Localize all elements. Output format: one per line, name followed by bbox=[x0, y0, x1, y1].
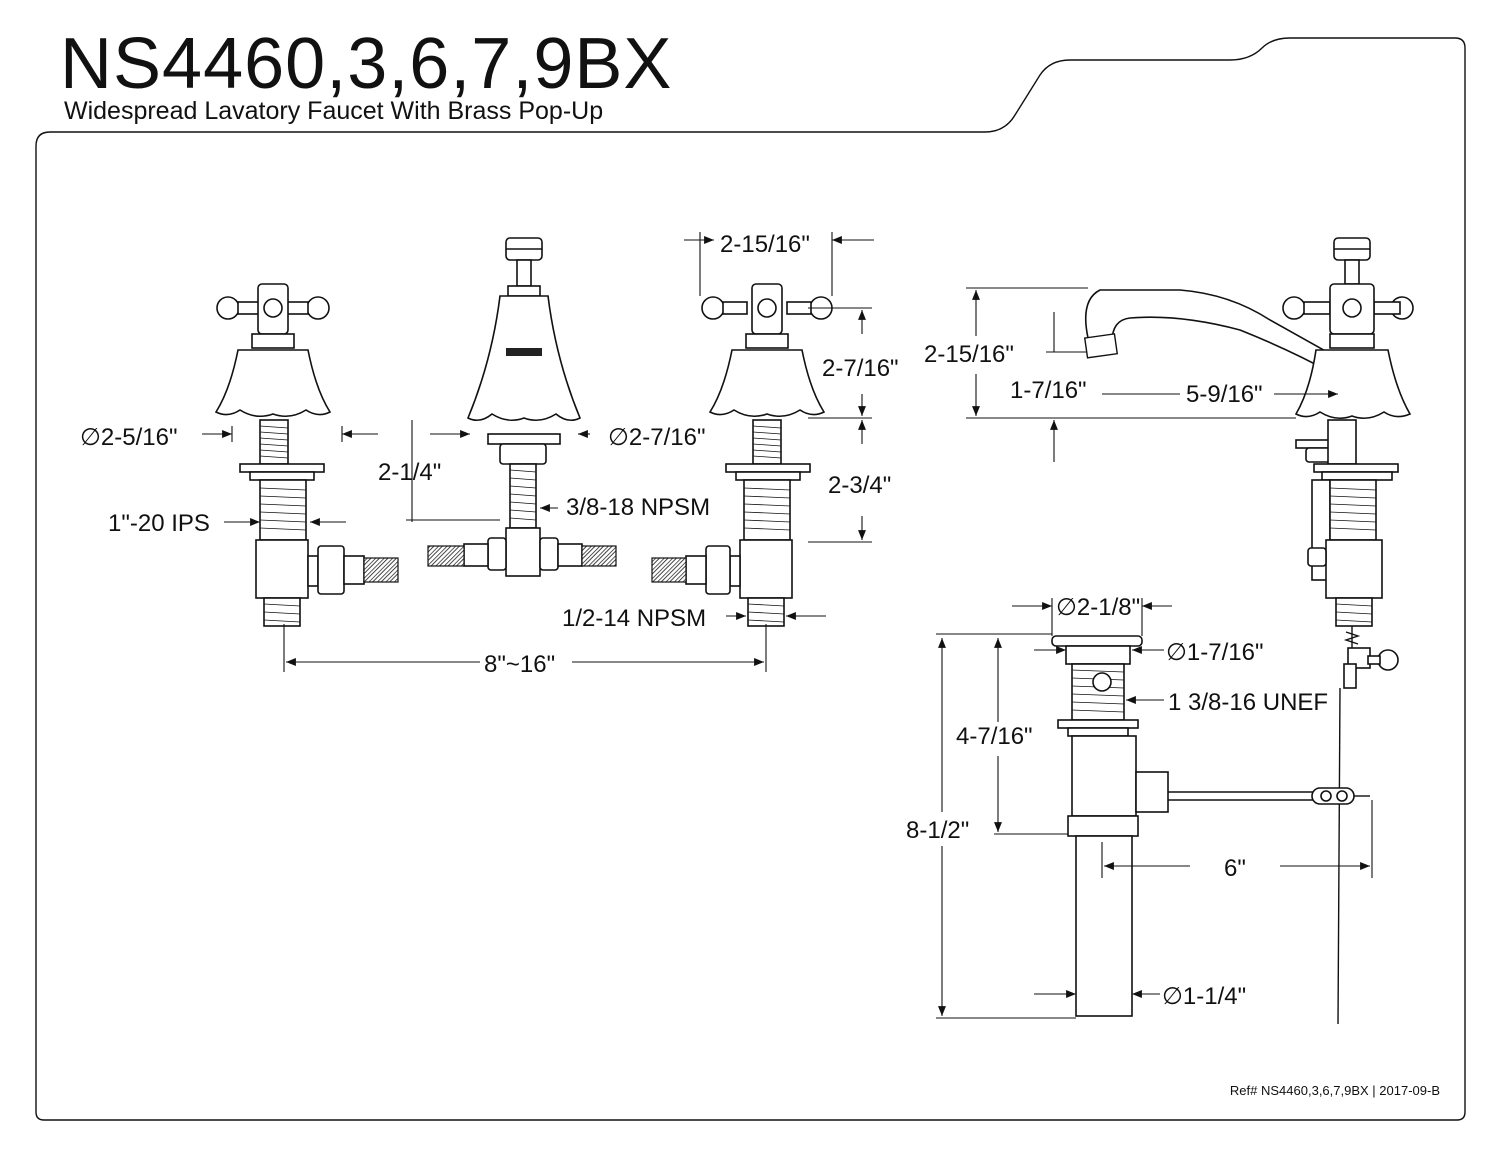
center-spout bbox=[427, 237, 617, 577]
dim-spout-height: 2-15/16" bbox=[924, 341, 1014, 368]
product-subtitle: Widespread Lavatory Faucet With Brass Po… bbox=[64, 97, 604, 125]
dim-spout-thread: 3/8-18 NPSM bbox=[566, 494, 710, 521]
dim-drain-flange-diameter: ∅2-1/8" bbox=[1056, 594, 1140, 621]
model-title: NS4460,3,6,7,9BX bbox=[60, 24, 673, 104]
pop-up-drain bbox=[1051, 635, 1370, 1017]
dimension-lines bbox=[202, 232, 1373, 1019]
dim-inlet-thread: 1/2-14 NPSM bbox=[562, 605, 706, 632]
dim-drain-body-diameter: ∅1-7/16" bbox=[1166, 639, 1263, 666]
left-handle-valve bbox=[214, 283, 399, 627]
dim-spread: 8"~16" bbox=[484, 651, 555, 678]
dim-spout-diameter: ∅2-7/16" bbox=[608, 424, 705, 451]
dim-spout-reach: 5-9/16" bbox=[1186, 381, 1263, 408]
dim-handle-thread: 1"-20 IPS bbox=[108, 510, 210, 537]
dim-pivot-rod-length: 6" bbox=[1224, 855, 1246, 882]
dim-drain-total-length: 8-1/2" bbox=[906, 817, 969, 844]
dim-outlet-height: 1-7/16" bbox=[1010, 377, 1087, 404]
dim-tailpiece-diameter: ∅1-1/4" bbox=[1162, 983, 1246, 1010]
dim-handle-height: 2-7/16" bbox=[822, 355, 899, 382]
reference-note: Ref# NS4460,3,6,7,9BX | 2017-09-B bbox=[1229, 1083, 1440, 1098]
dim-drain-body-length: 4-7/16" bbox=[956, 723, 1033, 750]
side-view-faucet bbox=[1083, 237, 1414, 1025]
dimension-labels: ∅2-5/16" 1"-20 IPS 2-1/4" ∅2-7/16" 3/8-1… bbox=[80, 231, 1328, 1010]
dim-handle-diameter: ∅2-5/16" bbox=[80, 424, 177, 451]
dim-drain-thread: 1 3/8-16 UNEF bbox=[1168, 689, 1328, 716]
dim-handle-width: 2-15/16" bbox=[720, 231, 810, 258]
dim-spout-drop: 2-1/4" bbox=[378, 459, 441, 486]
dim-shank-length: 2-3/4" bbox=[828, 472, 891, 499]
right-handle-valve bbox=[651, 283, 833, 627]
frame-border bbox=[35, 37, 1466, 1121]
